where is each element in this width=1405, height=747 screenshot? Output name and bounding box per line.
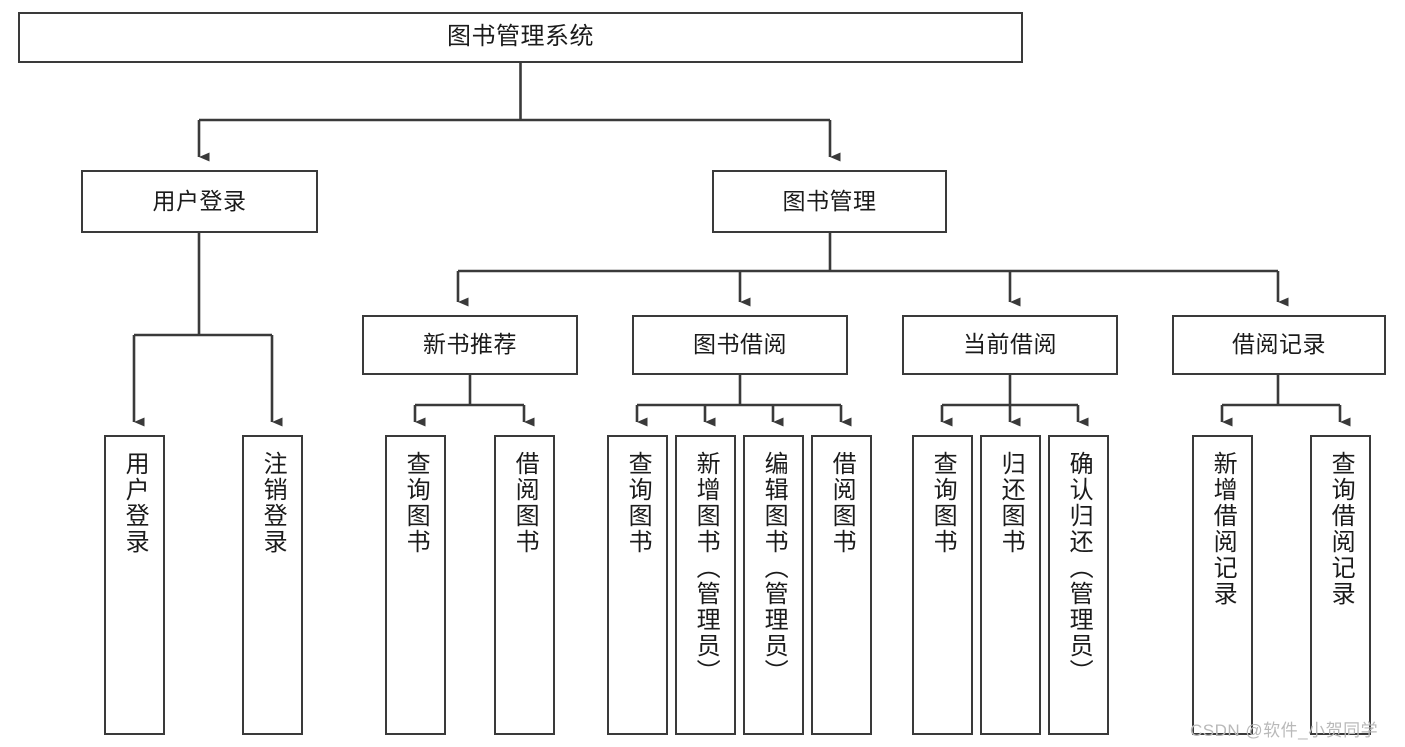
node-label: 新增图书（管理员）: [692, 451, 720, 685]
leaf-book-borrow-query-book[interactable]: 查询图书: [607, 435, 668, 735]
node-book-management[interactable]: 图书管理: [712, 170, 947, 233]
node-new-book-recommend[interactable]: 新书推荐: [362, 315, 578, 375]
leaf-current-borrow-query-book[interactable]: 查询图书: [912, 435, 973, 735]
leaf-book-borrow-edit-book-admin[interactable]: 编辑图书（管理员）: [743, 435, 804, 735]
leaf-borrow-record-query-record[interactable]: 查询借阅记录: [1310, 435, 1371, 735]
node-label: 编辑图书（管理员）: [760, 451, 788, 685]
node-label: 图书借阅: [693, 331, 787, 358]
node-label: 确认归还（管理员）: [1065, 451, 1093, 685]
node-label: 新书推荐: [423, 331, 517, 358]
node-label: 新增借阅记录: [1209, 451, 1237, 607]
node-label: 用户登录: [121, 451, 149, 555]
node-label: 借阅图书: [511, 451, 539, 555]
node-label: 借阅图书: [828, 451, 856, 555]
node-label: 用户登录: [152, 187, 247, 214]
node-borrow-record[interactable]: 借阅记录: [1172, 315, 1386, 375]
node-label: 借阅记录: [1232, 331, 1326, 358]
node-label: 查询图书: [624, 451, 652, 555]
leaf-book-borrow-add-book-admin[interactable]: 新增图书（管理员）: [675, 435, 736, 735]
node-label: 注销登录: [259, 451, 287, 555]
node-label: 当前借阅: [963, 331, 1057, 358]
node-book-borrow[interactable]: 图书借阅: [632, 315, 848, 375]
node-label: 图书管理系统: [447, 23, 594, 51]
node-label: 归还图书: [997, 451, 1025, 555]
node-label: 查询借阅记录: [1327, 451, 1355, 607]
leaf-user-login-logout[interactable]: 注销登录: [242, 435, 303, 735]
node-current-borrow[interactable]: 当前借阅: [902, 315, 1118, 375]
leaf-borrow-record-add-record[interactable]: 新增借阅记录: [1192, 435, 1253, 735]
node-label: 查询图书: [929, 451, 957, 555]
leaf-current-borrow-return-book[interactable]: 归还图书: [980, 435, 1041, 735]
leaf-current-borrow-confirm-return-admin[interactable]: 确认归还（管理员）: [1048, 435, 1109, 735]
node-label: 图书管理: [782, 187, 877, 214]
csdn-watermark: CSDN @软件_小贺同学: [1190, 721, 1379, 740]
node-user-login[interactable]: 用户登录: [81, 170, 318, 233]
node-root-book-management-system[interactable]: 图书管理系统: [18, 12, 1023, 63]
leaf-new-book-query-book[interactable]: 查询图书: [385, 435, 446, 735]
leaf-user-login-login[interactable]: 用户登录: [104, 435, 165, 735]
leaf-new-book-borrow-book[interactable]: 借阅图书: [494, 435, 555, 735]
node-label: 查询图书: [402, 451, 430, 555]
leaf-book-borrow-borrow-book[interactable]: 借阅图书: [811, 435, 872, 735]
